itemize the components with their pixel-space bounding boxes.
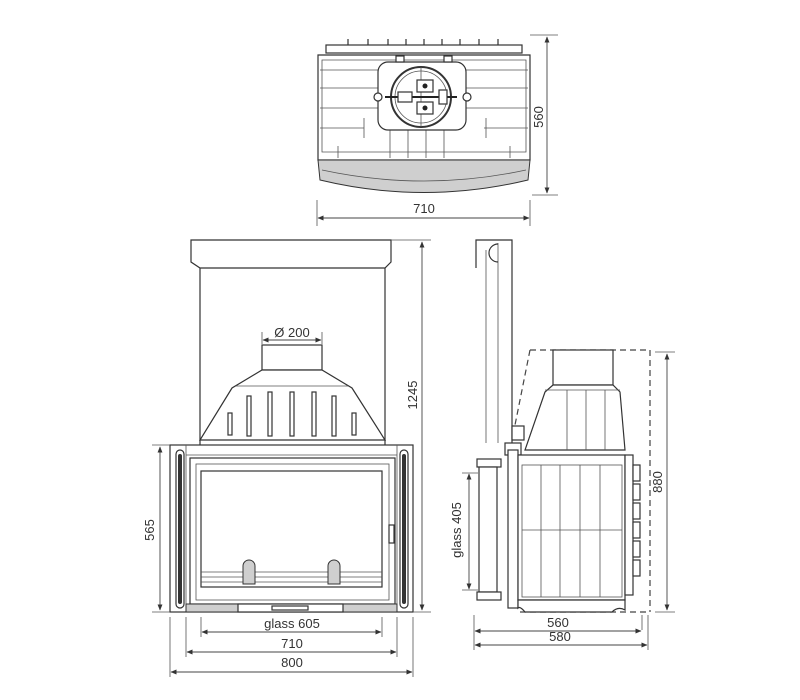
side-body-grid xyxy=(522,465,622,597)
side-door-top xyxy=(476,458,502,468)
front-hood-box xyxy=(190,239,392,269)
top-bolt-right xyxy=(462,92,472,102)
top-width-label: 710 xyxy=(413,201,435,216)
door-glass xyxy=(200,470,383,588)
top-bolt-left xyxy=(373,92,383,102)
side-hood xyxy=(524,384,626,451)
glass-height-label: glass 405 xyxy=(449,502,464,558)
side-body xyxy=(517,454,626,601)
door-handle xyxy=(388,524,395,544)
front-view: Ø 200 1245 565 glass 605 710 800 xyxy=(142,239,431,677)
side-height-label: 880 xyxy=(650,471,665,493)
top-front-curve xyxy=(317,159,531,193)
left-side-slot xyxy=(175,449,185,609)
top-view: 710 560 xyxy=(316,34,558,226)
front-posts xyxy=(199,268,386,445)
front-hood-cone xyxy=(198,369,387,441)
top-rail-tabs xyxy=(325,39,523,54)
top-depth-label: 560 xyxy=(531,106,546,128)
body-width-label: 710 xyxy=(281,636,303,651)
side-flue-collar xyxy=(552,349,614,386)
grate-bars xyxy=(201,571,382,583)
firebox-height-label: 565 xyxy=(142,519,157,541)
side-view: glass 405 880 560 580 xyxy=(449,239,675,650)
front-flue-collar xyxy=(261,344,323,371)
total-height-label: 1245 xyxy=(405,381,420,410)
side-door xyxy=(478,466,498,593)
right-side-slot xyxy=(399,449,409,609)
side-total-depth-label: 580 xyxy=(549,629,571,644)
andiron-right xyxy=(327,559,341,585)
front-hood-slots xyxy=(227,391,357,437)
andiron-left xyxy=(242,559,256,585)
top-ribs xyxy=(320,69,528,158)
side-hood-column xyxy=(475,239,513,445)
glass-width-label: glass 605 xyxy=(264,616,320,631)
side-depth-label: 560 xyxy=(547,615,569,630)
flue-diameter-label: Ø 200 xyxy=(274,325,309,340)
side-rear-fins xyxy=(632,464,641,577)
total-width-label: 800 xyxy=(281,655,303,670)
